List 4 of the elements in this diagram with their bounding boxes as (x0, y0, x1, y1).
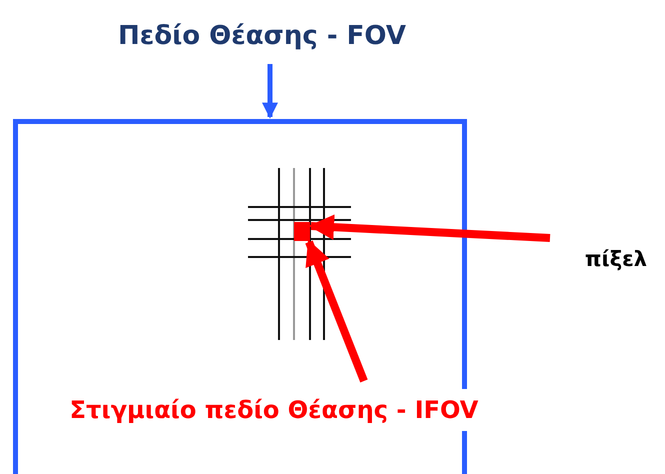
arrow (308, 214, 550, 242)
arrow (262, 64, 278, 119)
arrow (305, 240, 368, 382)
pixel-square (294, 222, 310, 241)
